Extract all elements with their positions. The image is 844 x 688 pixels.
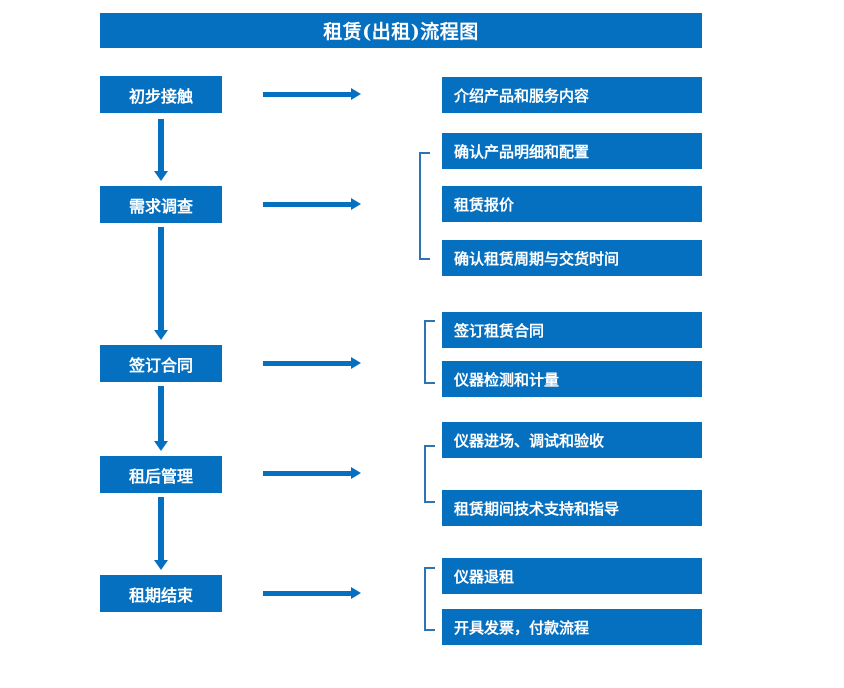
- detail-box-invoice-payment[interactable]: 开具发票，付款流程: [442, 609, 702, 645]
- stage-box-lease-end[interactable]: 租期结束: [100, 575, 222, 612]
- stage-box-sign-contract[interactable]: 签订合同: [100, 345, 222, 382]
- page-title: 租赁(出租)流程图: [323, 21, 479, 43]
- detail-box-rental-quote[interactable]: 租赁报价: [442, 186, 702, 222]
- detail-label: 仪器进场、调试和验收: [454, 431, 605, 450]
- stage-label: 租期结束: [128, 585, 193, 605]
- detail-box-introduce-products[interactable]: 介绍产品和服务内容: [442, 77, 702, 113]
- down-arrow-icon-2: [154, 227, 168, 341]
- stage-label: 初步接触: [128, 86, 193, 106]
- detail-box-confirm-spec[interactable]: 确认产品明细和配置: [442, 133, 702, 169]
- detail-box-confirm-period-delivery[interactable]: 确认租赁周期与交货时间: [442, 240, 702, 276]
- detail-label: 仪器退租: [454, 567, 515, 586]
- detail-label: 仪器检测和计量: [454, 370, 560, 389]
- group-bracket-needs-survey: [419, 152, 430, 260]
- detail-label: 签订租赁合同: [454, 321, 545, 340]
- stage-box-post-rental-management[interactable]: 租后管理: [100, 456, 222, 493]
- down-arrow-icon-3: [154, 386, 168, 452]
- detail-box-instrument-test-metering[interactable]: 仪器检测和计量: [442, 361, 702, 397]
- down-arrow-icon-1: [154, 119, 168, 182]
- detail-box-sign-rental-contract[interactable]: 签订租赁合同: [442, 312, 702, 348]
- group-bracket-post-rental: [424, 445, 435, 503]
- stage-label: 签订合同: [128, 355, 193, 375]
- detail-label: 租赁期间技术支持和指导: [454, 499, 620, 518]
- detail-label: 介绍产品和服务内容: [454, 86, 590, 105]
- detail-label: 确认租赁周期与交货时间: [454, 249, 620, 268]
- group-bracket-lease-end: [424, 567, 435, 631]
- detail-box-instrument-return[interactable]: 仪器退租: [442, 558, 702, 594]
- stage-label: 需求调查: [128, 196, 193, 216]
- group-bracket-sign-contract: [424, 320, 435, 384]
- detail-box-instrument-entry-commissioning[interactable]: 仪器进场、调试和验收: [442, 422, 702, 458]
- detail-box-technical-support[interactable]: 租赁期间技术支持和指导: [442, 490, 702, 526]
- stage-box-needs-survey[interactable]: 需求调查: [100, 186, 222, 223]
- down-arrow-icon-4: [154, 497, 168, 571]
- detail-label: 租赁报价: [454, 195, 515, 214]
- detail-label: 确认产品明细和配置: [454, 142, 590, 161]
- stage-box-initial-contact[interactable]: 初步接触: [100, 76, 222, 113]
- stage-label: 租后管理: [128, 466, 193, 486]
- detail-label: 开具发票，付款流程: [454, 618, 590, 637]
- chart-title-bar: 租赁(出租)流程图: [100, 13, 702, 48]
